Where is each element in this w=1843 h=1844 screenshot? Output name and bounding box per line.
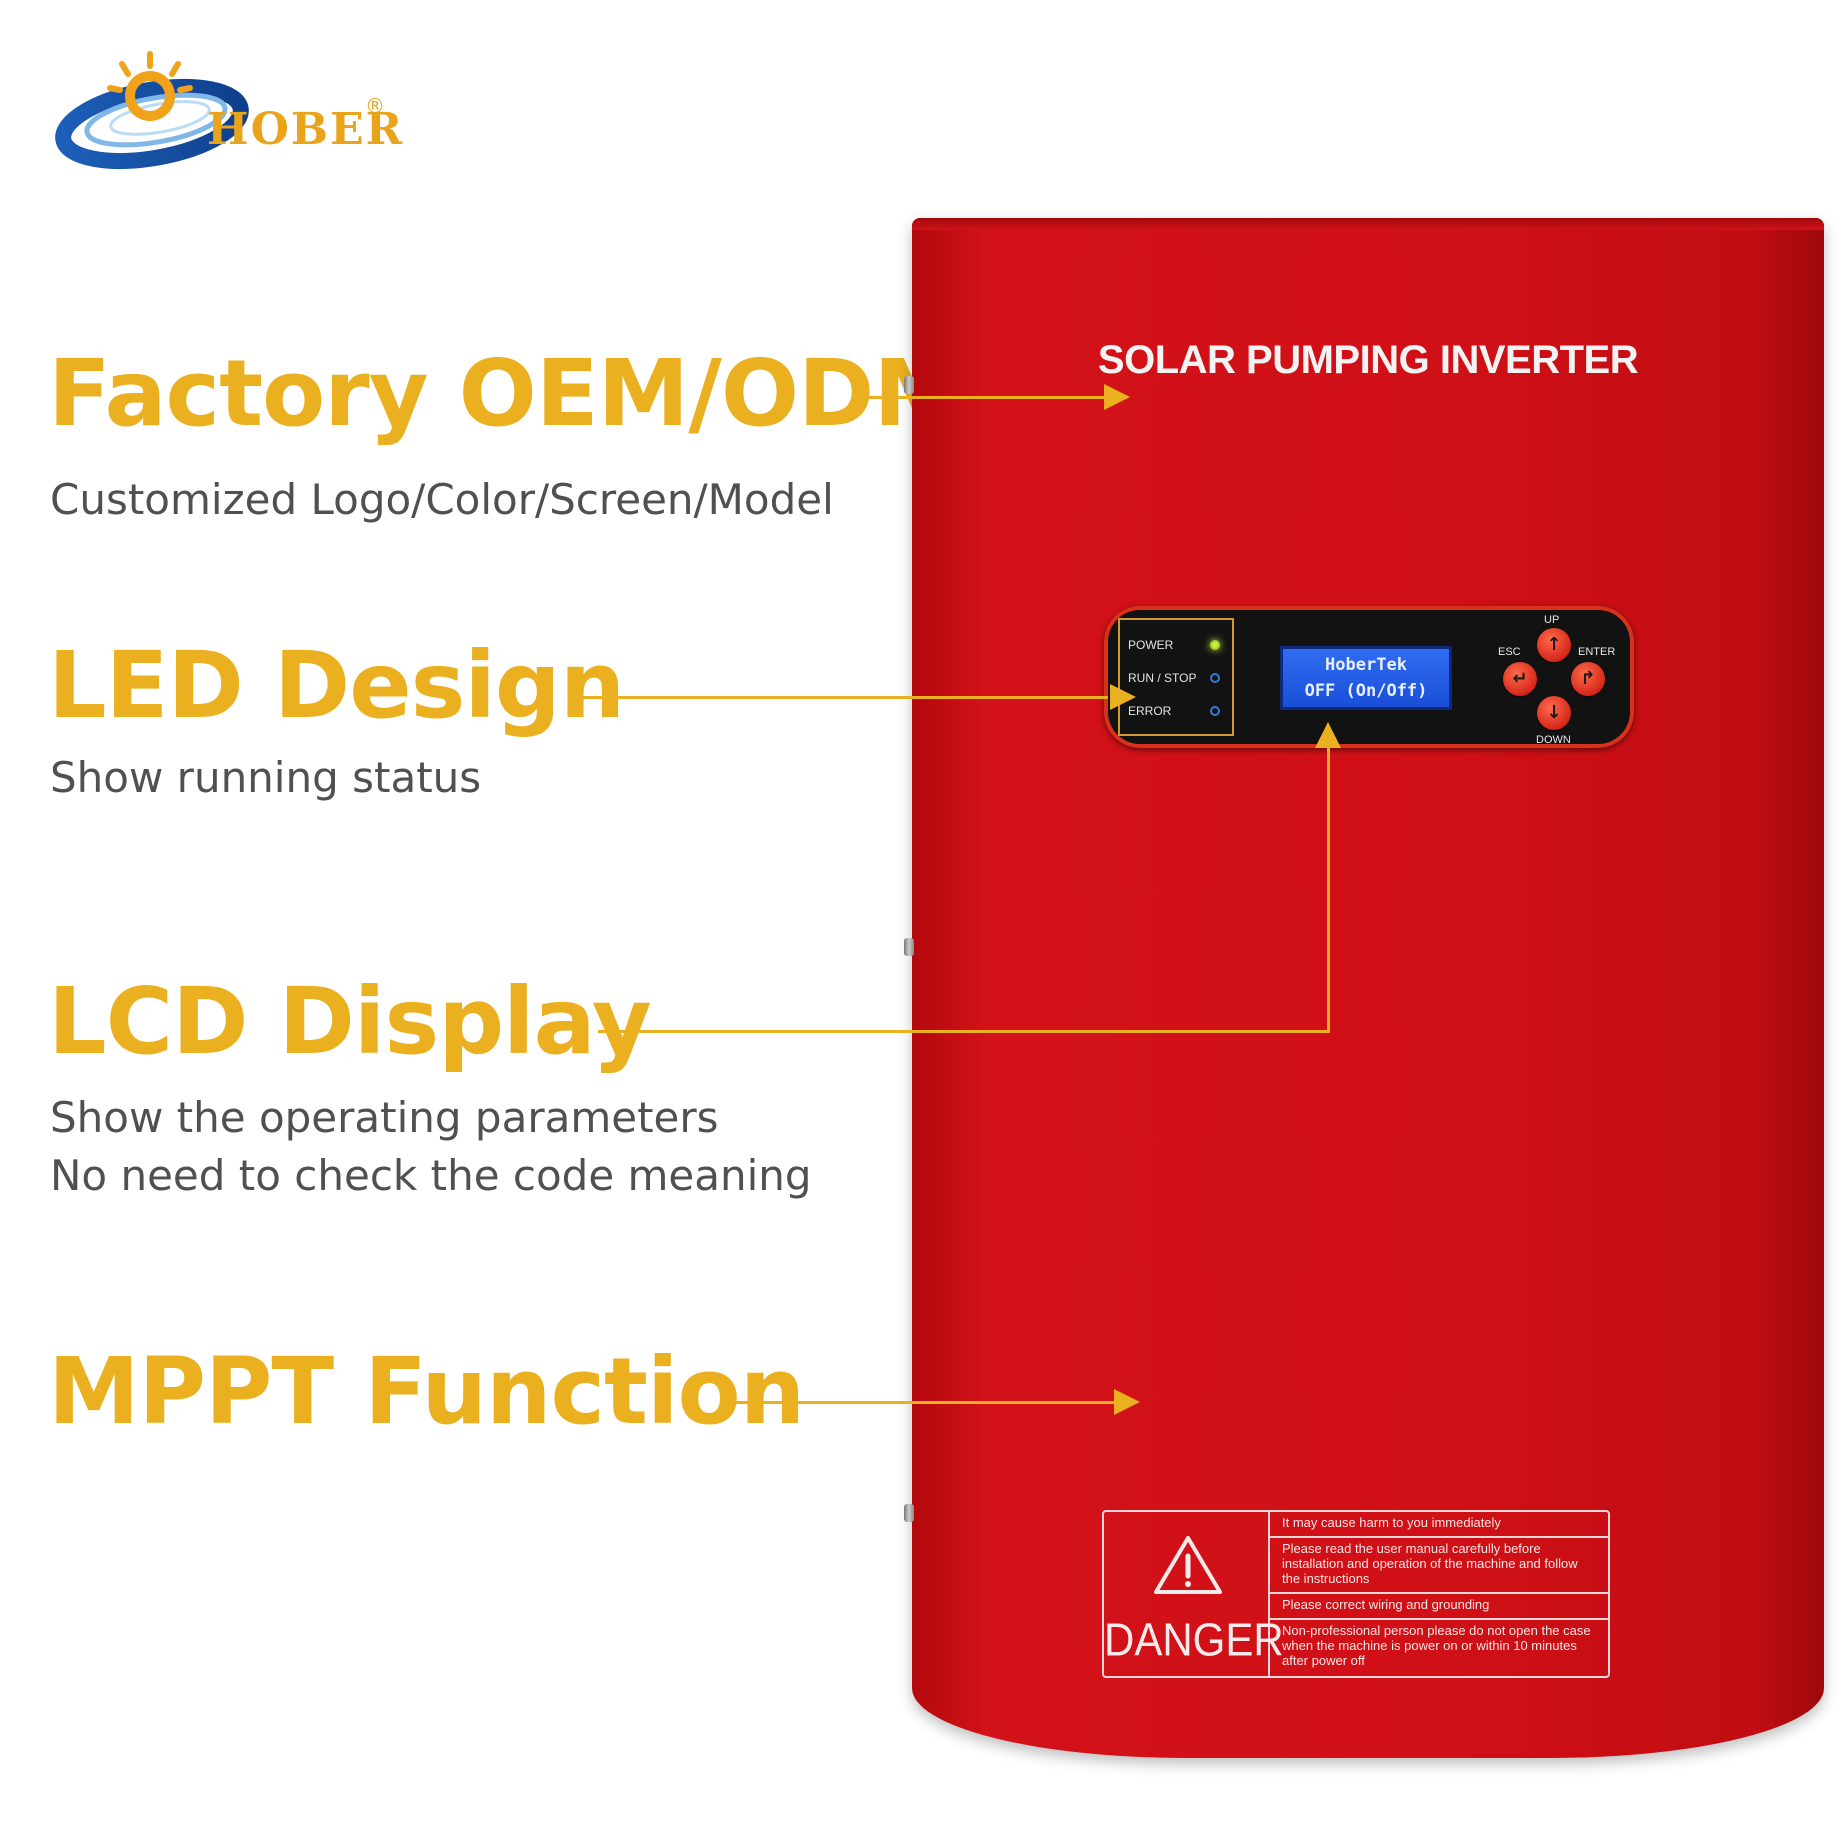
error-led-icon bbox=[1210, 706, 1220, 716]
leader-line-oem bbox=[868, 396, 1108, 399]
led-label-run-stop: RUN / STOP bbox=[1128, 671, 1197, 685]
danger-line-4: Non-professional person please do not op… bbox=[1282, 1623, 1591, 1668]
led-indicator-box: POWER RUN / STOP ERROR bbox=[1118, 618, 1234, 736]
danger-symbol-area: DANGER bbox=[1104, 1512, 1284, 1676]
leader-line-lcd-vertical bbox=[1327, 744, 1330, 1033]
solar-pumping-inverter: SOLAR PUMPING INVERTER POWER RUN / STOP … bbox=[904, 218, 1824, 1758]
esc-button-label: ESC bbox=[1498, 646, 1521, 658]
logo-wordmark: HOBER bbox=[207, 104, 405, 155]
lcd-line-1: HoberTek bbox=[1325, 655, 1407, 675]
warning-triangle-icon bbox=[1154, 1536, 1222, 1594]
sun-swoosh-icon bbox=[55, 51, 249, 169]
led-label-error: ERROR bbox=[1128, 704, 1172, 718]
inverter-top-edge bbox=[912, 218, 1824, 230]
feature-heading-lcd: LCD Display bbox=[48, 968, 652, 1075]
leader-line-lcd bbox=[598, 1030, 1330, 1033]
danger-word: DANGER bbox=[1104, 1613, 1284, 1666]
feature-heading-mppt: MPPT Function bbox=[48, 1338, 805, 1445]
down-button[interactable]: ↓ bbox=[1537, 696, 1571, 730]
return-left-icon: ↵ bbox=[1512, 668, 1528, 689]
power-led-icon bbox=[1210, 640, 1220, 650]
down-button-label: DOWN bbox=[1536, 734, 1571, 746]
arrow-right-icon bbox=[1110, 684, 1136, 710]
hober-logo: HOBER ® bbox=[52, 42, 412, 172]
side-screw bbox=[904, 938, 914, 956]
lcd-screen: HoberTek OFF (On/Off) bbox=[1280, 646, 1452, 710]
enter-button-label: ENTER bbox=[1578, 646, 1616, 658]
up-button-label: UP bbox=[1544, 614, 1560, 626]
feature-sub-lcd-2: No need to check the code meaning bbox=[50, 1151, 812, 1200]
registered-mark: ® bbox=[365, 94, 385, 118]
feature-sub-oem: Customized Logo/Color/Screen/Model bbox=[50, 475, 834, 524]
return-right-icon: ↱ bbox=[1580, 668, 1596, 689]
arrow-down-icon: ↓ bbox=[1546, 702, 1562, 723]
side-screw bbox=[904, 1504, 914, 1522]
danger-warning-label: DANGER It may cause harm to you immediat… bbox=[1102, 1510, 1610, 1678]
side-screw bbox=[904, 376, 914, 394]
lcd-line-2: OFF (On/Off) bbox=[1304, 681, 1428, 701]
arrow-up-icon bbox=[1315, 722, 1341, 748]
arrow-up-icon: ↑ bbox=[1546, 634, 1562, 655]
inverter-title: SOLAR PUMPING INVERTER bbox=[1097, 338, 1639, 382]
leader-line-mppt bbox=[732, 1401, 1120, 1404]
esc-button[interactable]: ↵ bbox=[1503, 662, 1537, 696]
feature-heading-led: LED Design bbox=[48, 632, 625, 739]
danger-line-3: Please correct wiring and grounding bbox=[1270, 1594, 1608, 1620]
danger-line-1: It may cause harm to you immediately bbox=[1270, 1512, 1608, 1538]
leader-line-led bbox=[568, 696, 1108, 699]
feature-sub-led: Show running status bbox=[50, 753, 482, 802]
arrow-right-icon bbox=[1114, 1389, 1140, 1415]
feature-heading-oem: Factory OEM/ODM bbox=[48, 340, 965, 447]
enter-button[interactable]: ↱ bbox=[1571, 662, 1605, 696]
feature-sub-lcd-1: Show the operating parameters bbox=[50, 1093, 719, 1142]
danger-line-2: Please read the user manual carefully be… bbox=[1270, 1538, 1608, 1594]
control-panel: POWER RUN / STOP ERROR HoberTek OFF (On/… bbox=[1104, 606, 1634, 748]
run-stop-led-icon bbox=[1210, 673, 1220, 683]
arrow-right-icon bbox=[1104, 384, 1130, 410]
led-label-power: POWER bbox=[1128, 638, 1174, 652]
up-button[interactable]: ↑ bbox=[1537, 628, 1571, 662]
